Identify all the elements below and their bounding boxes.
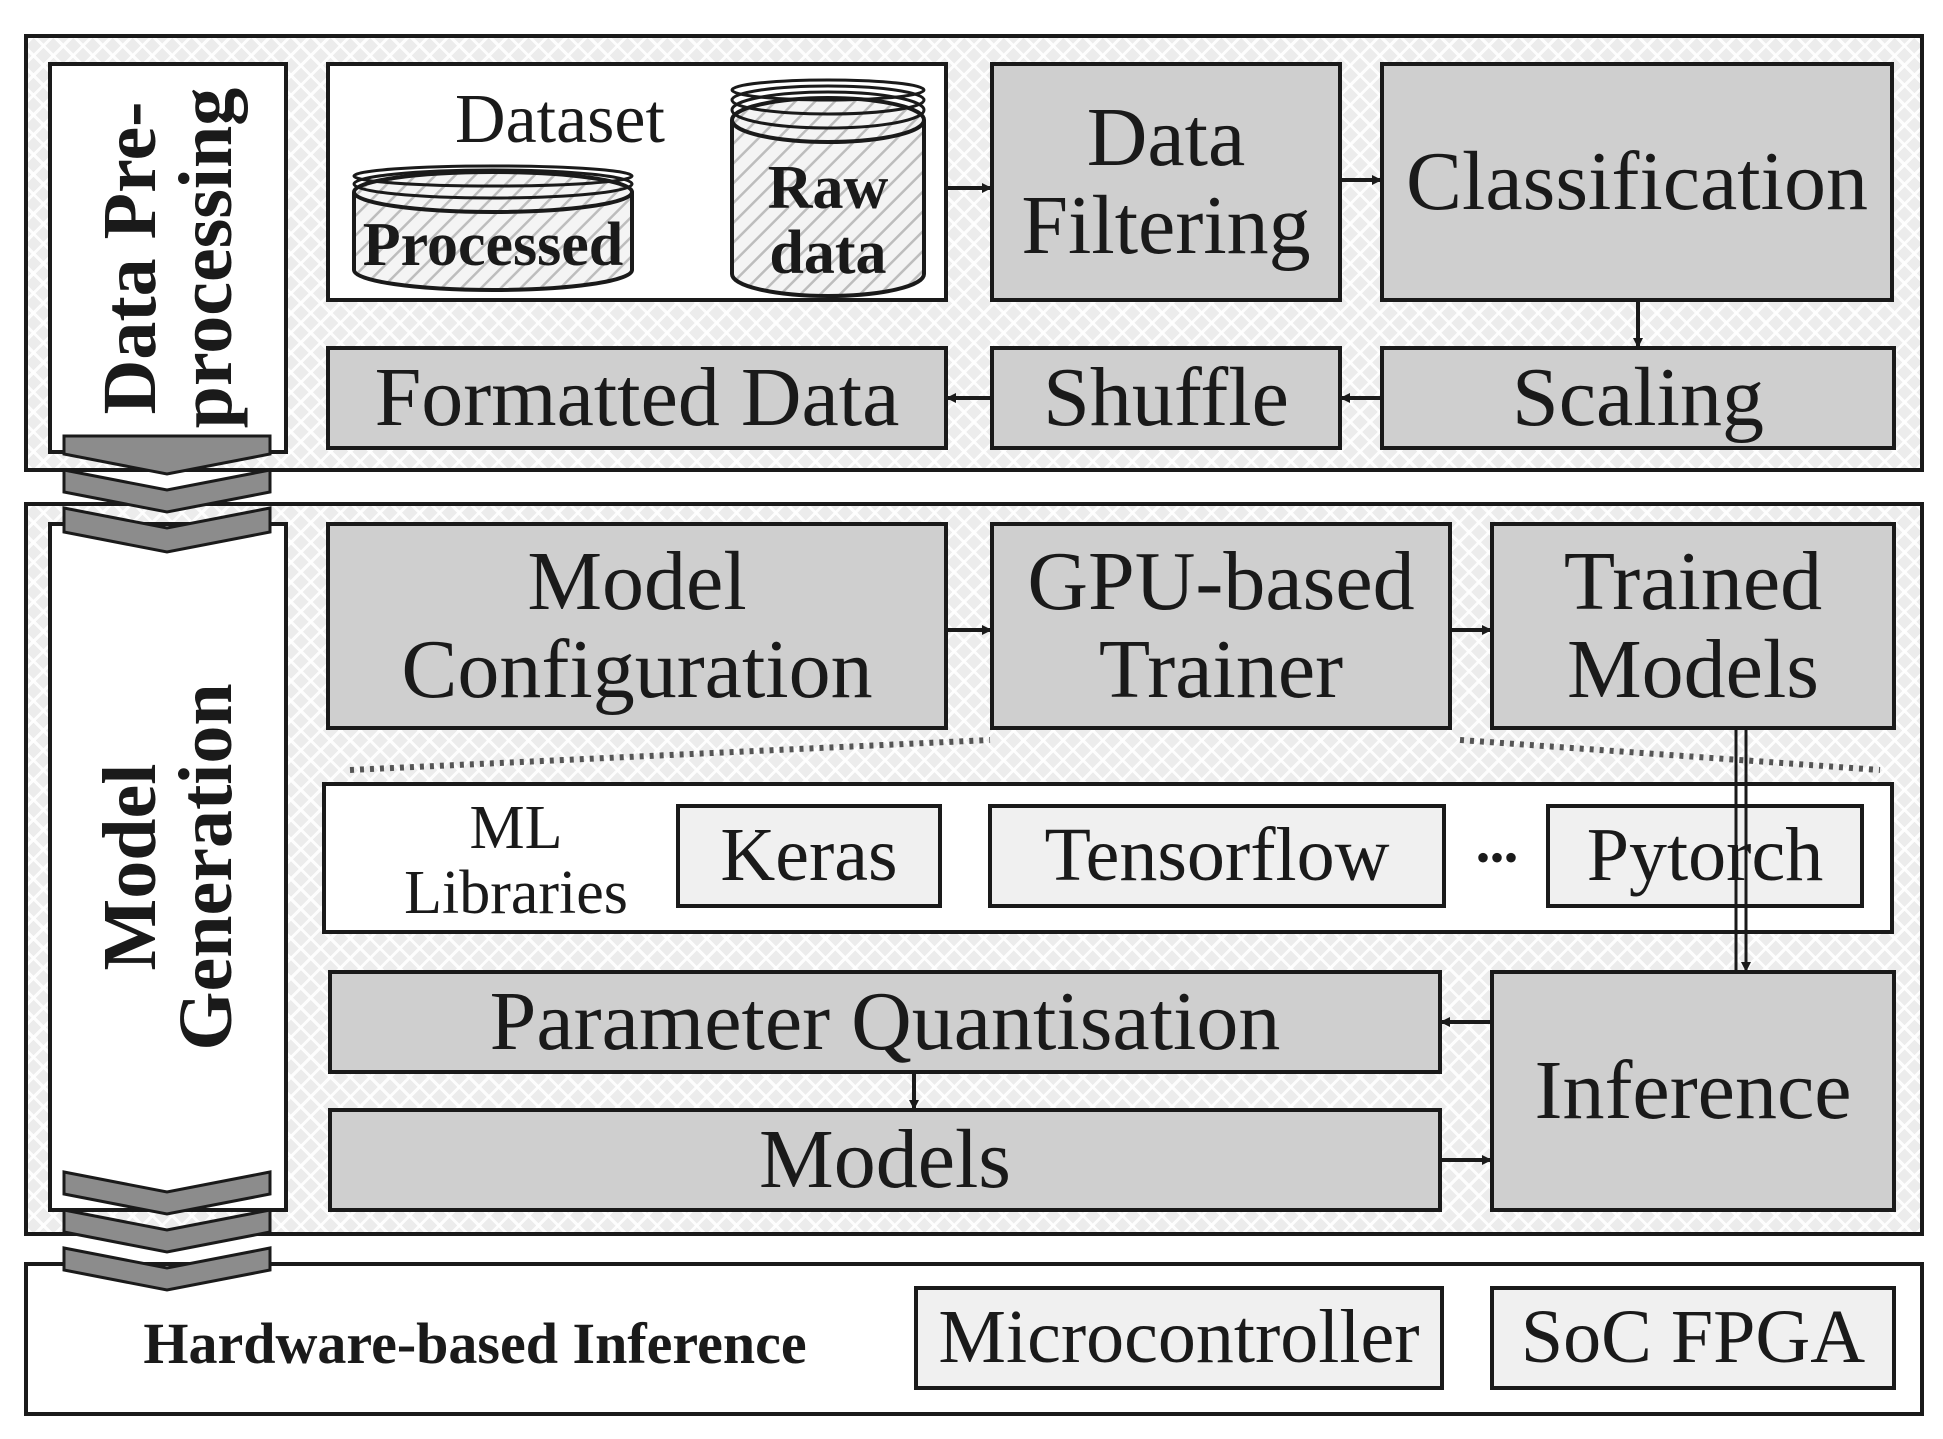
chevron-icon-lower: [62, 1170, 272, 1292]
inference-box: Inference: [1490, 970, 1896, 1212]
target-soc-fpga: SoC FPGA: [1490, 1286, 1896, 1390]
target-microcontroller: Microcontroller: [914, 1286, 1444, 1390]
gpu-trainer-box: GPU-based Trainer: [990, 522, 1452, 730]
raw-data-label: Raw data: [767, 153, 889, 287]
classification-box: Classification: [1380, 62, 1894, 302]
ellipsis-dots: •••: [1475, 835, 1518, 880]
raw-data-database-icon: [730, 78, 926, 298]
processed-database-icon: [352, 164, 634, 292]
scaling-box: Scaling: [1380, 346, 1896, 450]
processed-label: Processed: [362, 211, 624, 280]
ml-libraries-label: ML Libraries: [404, 793, 628, 927]
model-generation-sidebar: Model Generation: [48, 522, 288, 1212]
chevron-icon-upper: [62, 434, 272, 554]
model-configuration-box: Model Configuration: [326, 522, 948, 730]
formatted-data-box: Formatted Data: [326, 346, 948, 450]
dataset-label: Dataset: [455, 81, 665, 159]
data-filtering-box: Data Filtering: [990, 62, 1342, 302]
dotted-library-link-right: [1459, 737, 1881, 773]
library-pytorch: Pytorch: [1546, 804, 1864, 908]
dataset-box: Dataset Processed Raw data: [326, 62, 948, 302]
dotted-library-link-left: [349, 737, 991, 773]
parameter-quantisation-box: Parameter Quantisation: [328, 970, 1442, 1074]
library-tensorflow: Tensorflow: [988, 804, 1446, 908]
library-keras: Keras: [676, 804, 942, 908]
hardware-title: Hardware-based Inference: [143, 1310, 807, 1376]
models-box: Models: [328, 1108, 1442, 1212]
trained-models-box: Trained Models: [1490, 522, 1896, 730]
